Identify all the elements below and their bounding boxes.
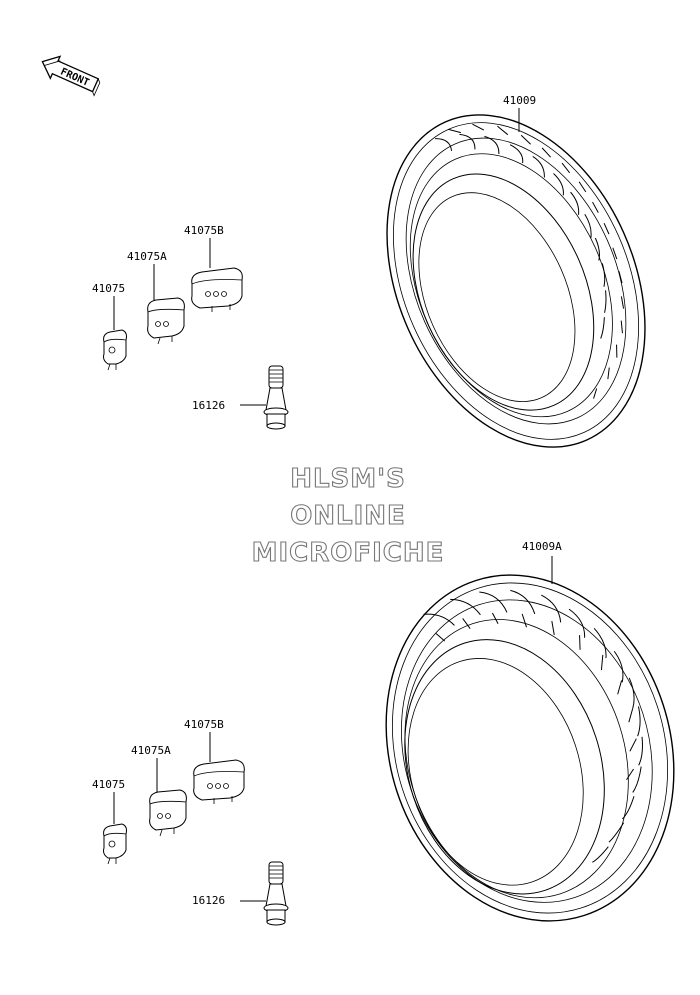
part-label-41075a: 41075A bbox=[131, 744, 171, 757]
balance-weight-41075b bbox=[191, 267, 243, 313]
watermark-line-2: ONLINE bbox=[290, 501, 406, 531]
part-label-41075b: 41075B bbox=[184, 224, 224, 237]
rear-tire bbox=[385, 574, 675, 922]
watermark-line-1: HLSM'S bbox=[290, 464, 406, 494]
front-arrow-icon: FRONT bbox=[41, 55, 101, 97]
front-tire bbox=[386, 114, 646, 448]
tire-label-rear: 41009A bbox=[522, 540, 562, 553]
tire-tread-pattern bbox=[423, 589, 643, 863]
balance-weight-41075 bbox=[103, 823, 127, 865]
valve-stem bbox=[263, 861, 289, 926]
part-label-41075: 41075 bbox=[92, 282, 125, 295]
balance-weight-41075 bbox=[103, 329, 127, 371]
part-label-41075a: 41075A bbox=[127, 250, 167, 263]
balance-weight-41075a bbox=[149, 789, 187, 837]
tire-label-front: 41009 bbox=[503, 94, 536, 107]
watermark-line-3: MICROFICHE bbox=[252, 538, 445, 568]
balance-weight-41075a bbox=[147, 297, 185, 345]
part-label-16126: 16126 bbox=[192, 399, 225, 412]
part-label-41075: 41075 bbox=[92, 778, 125, 791]
part-label-16126: 16126 bbox=[192, 894, 225, 907]
part-label-41075b: 41075B bbox=[184, 718, 224, 731]
tire-tread-pattern bbox=[435, 123, 625, 399]
balance-weight-41075b bbox=[193, 759, 245, 805]
watermark: HLSM'S ONLINE MICROFICHE bbox=[251, 463, 445, 568]
valve-stem bbox=[263, 365, 289, 430]
